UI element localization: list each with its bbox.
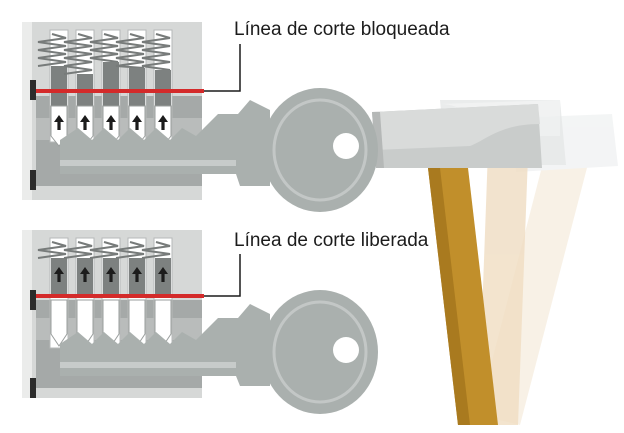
pin-stack (63, 237, 95, 349)
up-arrow-icon (132, 115, 142, 130)
key-pin (50, 299, 68, 347)
spring-icon (89, 33, 119, 63)
key-pin (154, 299, 172, 347)
pin-stack (37, 29, 69, 147)
spring-icon (89, 241, 119, 259)
up-arrow-icon (132, 267, 142, 282)
key-icon (60, 88, 378, 212)
up-arrow-icon (80, 267, 90, 282)
pin-stack (115, 237, 147, 349)
up-arrow-icon (158, 267, 168, 282)
up-arrow-icon (54, 267, 64, 282)
key-pin (128, 299, 146, 347)
key-pin (76, 299, 94, 347)
lock-top (22, 22, 378, 212)
label-released-shear-line: Línea de corte liberada (234, 230, 429, 251)
key-hole (333, 133, 359, 159)
up-arrow-icon (80, 115, 90, 130)
spring-icon (115, 241, 145, 259)
up-arrow-icon (106, 267, 116, 282)
spring-icon (63, 33, 93, 75)
key-pin (102, 299, 120, 347)
spring-icon (37, 241, 67, 259)
leader-line (204, 254, 241, 297)
pin-stack (37, 237, 69, 349)
up-arrow-icon (106, 115, 116, 130)
pin-stack (141, 237, 173, 349)
key-bow (262, 88, 378, 212)
spring-icon (141, 33, 171, 71)
spring-icon (63, 241, 93, 259)
pin-stack (89, 237, 121, 349)
key-bow (262, 290, 378, 414)
shear-line (36, 89, 204, 93)
up-arrow-icon (54, 115, 64, 130)
lock-bottom (22, 230, 378, 414)
key-hole (333, 337, 359, 363)
spring-icon (37, 33, 67, 67)
shear-line (36, 294, 204, 298)
pin-stack (89, 29, 121, 147)
hammer-icon (372, 100, 618, 425)
up-arrow-icon (158, 115, 168, 130)
leader-line (204, 44, 241, 92)
spring-icon (141, 241, 171, 259)
pin-stack (63, 29, 95, 147)
spring-icon (115, 33, 145, 69)
label-blocked-shear-line: Línea de corte bloqueada (234, 19, 450, 40)
key-icon (60, 290, 378, 414)
